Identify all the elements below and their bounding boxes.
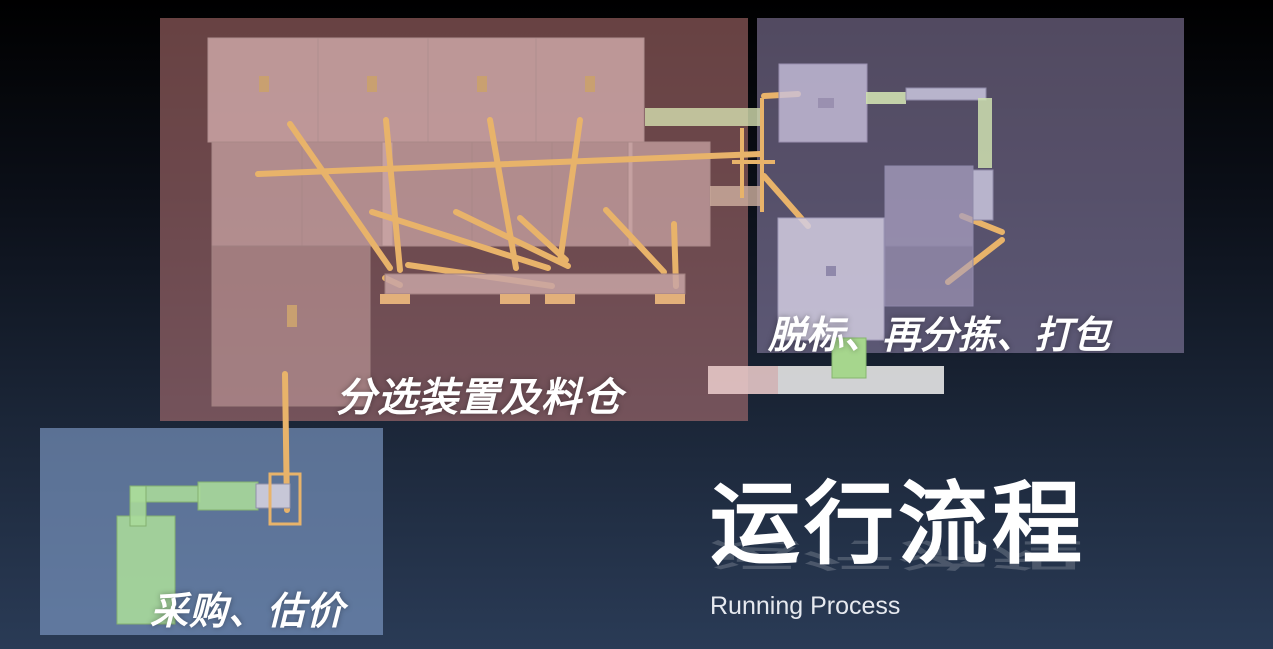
hopper-row-top bbox=[207, 37, 645, 143]
hopper-centers-top bbox=[259, 76, 595, 92]
output-machine bbox=[831, 337, 867, 379]
output-duct-left bbox=[708, 366, 778, 394]
delabel-conveyor bbox=[866, 92, 906, 104]
resort-unit-lower bbox=[884, 245, 974, 307]
resort-unit bbox=[884, 165, 974, 247]
page-subtitle: Running Process bbox=[710, 592, 901, 620]
elevator-frame bbox=[732, 98, 775, 212]
sorting-line bbox=[384, 273, 686, 295]
weighing-tank bbox=[116, 515, 176, 625]
delabel-zone-label: 脱标、再分拣、打包 bbox=[768, 313, 1111, 357]
page-title: 运行流程 bbox=[710, 472, 1086, 577]
sorting-zone-label: 分选装置及料仓 bbox=[336, 375, 623, 421]
crusher bbox=[197, 481, 259, 511]
bin-outlet bbox=[287, 305, 297, 327]
transfer-duct-top bbox=[645, 108, 760, 126]
purchase-zone-panel bbox=[40, 428, 383, 635]
belt-vertical-right bbox=[978, 98, 992, 168]
belt-top-right bbox=[905, 87, 987, 101]
transfer-duct-mid bbox=[710, 186, 760, 206]
purchase-zone-label: 采购、估价 bbox=[150, 589, 346, 633]
baling-press bbox=[777, 217, 885, 341]
crusher-head bbox=[255, 483, 291, 509]
sorting-line-supports bbox=[380, 294, 685, 304]
